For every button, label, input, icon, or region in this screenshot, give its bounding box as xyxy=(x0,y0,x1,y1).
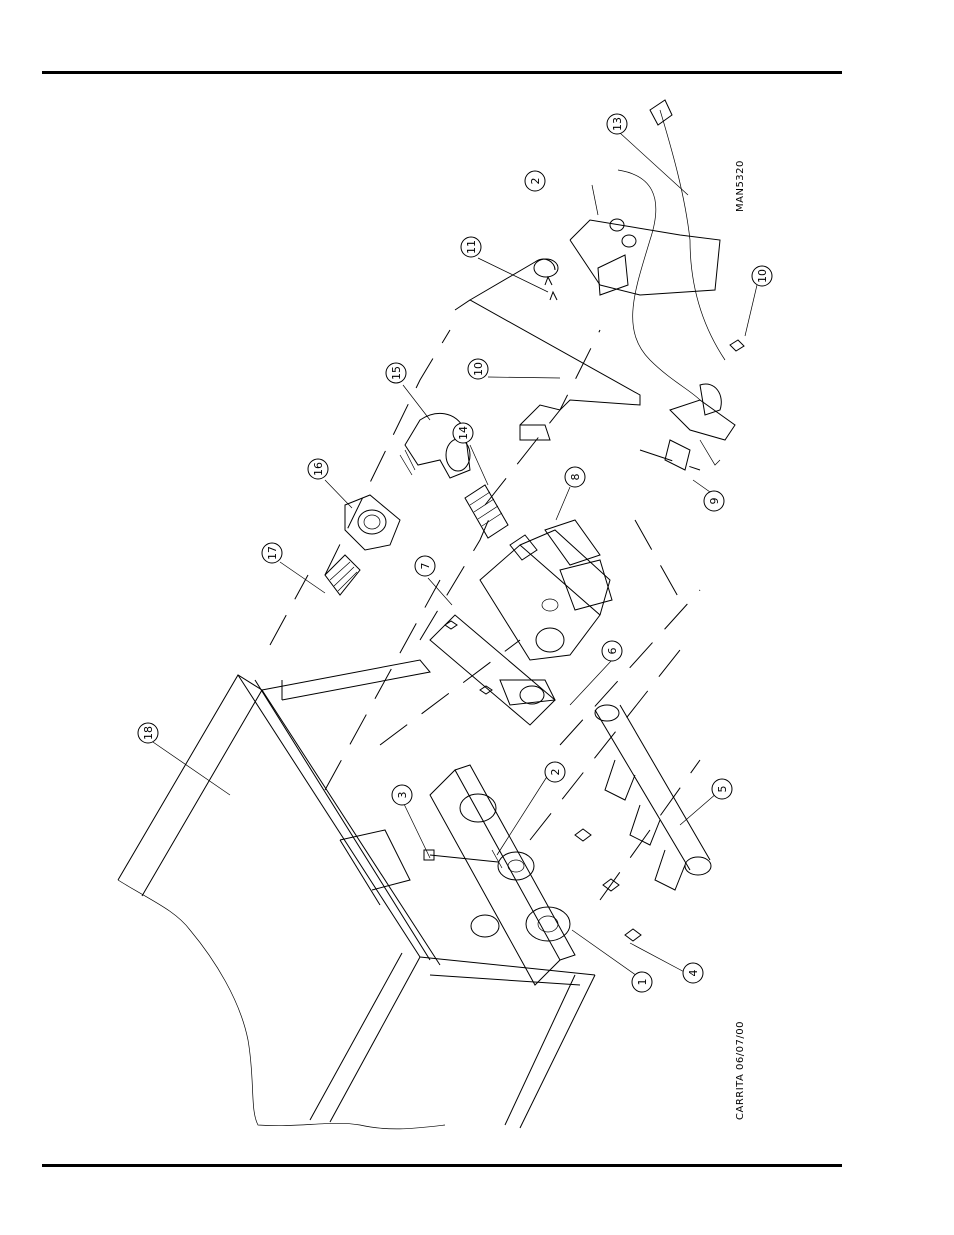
svg-text:3: 3 xyxy=(396,792,409,799)
svg-text:9: 9 xyxy=(708,498,721,505)
callout-10-lower: 10 xyxy=(751,265,773,287)
callout-7: 7 xyxy=(414,555,436,577)
svg-text:5: 5 xyxy=(716,786,729,793)
svg-text:7: 7 xyxy=(419,563,432,570)
svg-text:18: 18 xyxy=(142,726,155,740)
drawing-id: MAN5320 xyxy=(735,160,746,212)
callout-4: 4 xyxy=(682,962,704,984)
callout-9: 9 xyxy=(703,490,725,512)
callout-18: 18 xyxy=(137,722,159,744)
svg-text:15: 15 xyxy=(390,366,403,380)
callout-6: 6 xyxy=(601,640,623,662)
burner-bracket xyxy=(429,764,576,986)
svg-text:13: 13 xyxy=(611,117,624,131)
orifice-set xyxy=(574,704,712,942)
pipe-fittings xyxy=(324,412,509,596)
callout-15: 15 xyxy=(385,362,407,384)
pilot-bracket xyxy=(454,99,726,441)
callout-5: 5 xyxy=(711,778,733,800)
svg-text:10: 10 xyxy=(472,362,485,376)
svg-text:1: 1 xyxy=(636,979,649,986)
callout-2-lower: 2 xyxy=(544,761,566,783)
callout-14: 14 xyxy=(452,422,474,444)
footer-rule xyxy=(42,1164,842,1167)
callout-2-upper: 2 xyxy=(524,170,546,192)
callout-17: 17 xyxy=(261,542,283,564)
callout-10-upper: 10 xyxy=(467,358,489,380)
pilot-assembly xyxy=(664,339,745,471)
cabinet-housing xyxy=(117,659,596,1130)
svg-text:10: 10 xyxy=(756,269,769,283)
svg-text:8: 8 xyxy=(569,474,582,481)
callout-1: 1 xyxy=(631,971,653,993)
svg-text:2: 2 xyxy=(549,769,562,776)
svg-text:14: 14 xyxy=(457,426,470,440)
draftsman-date: CARRITA 06/07/00 xyxy=(735,1021,746,1120)
svg-text:17: 17 xyxy=(266,546,279,560)
callout-bubbles: 18 17 16 15 14 13 11 10 10 9 8 7 6 5 4 3… xyxy=(137,113,773,993)
svg-text:4: 4 xyxy=(687,970,700,977)
svg-text:16: 16 xyxy=(312,462,325,476)
callout-3: 3 xyxy=(391,784,413,806)
callout-13: 13 xyxy=(606,113,628,135)
assembly-phantom-lines xyxy=(269,329,701,901)
callout-8: 8 xyxy=(564,466,586,488)
svg-text:11: 11 xyxy=(465,240,478,254)
svg-text:2: 2 xyxy=(529,178,542,185)
header-rule xyxy=(42,71,842,74)
screw-3 xyxy=(423,849,503,869)
gas-valve xyxy=(429,519,613,726)
callout-11: 11 xyxy=(460,236,482,258)
callout-16: 16 xyxy=(307,458,329,480)
callout-leaders xyxy=(149,132,758,979)
svg-text:6: 6 xyxy=(606,648,619,655)
